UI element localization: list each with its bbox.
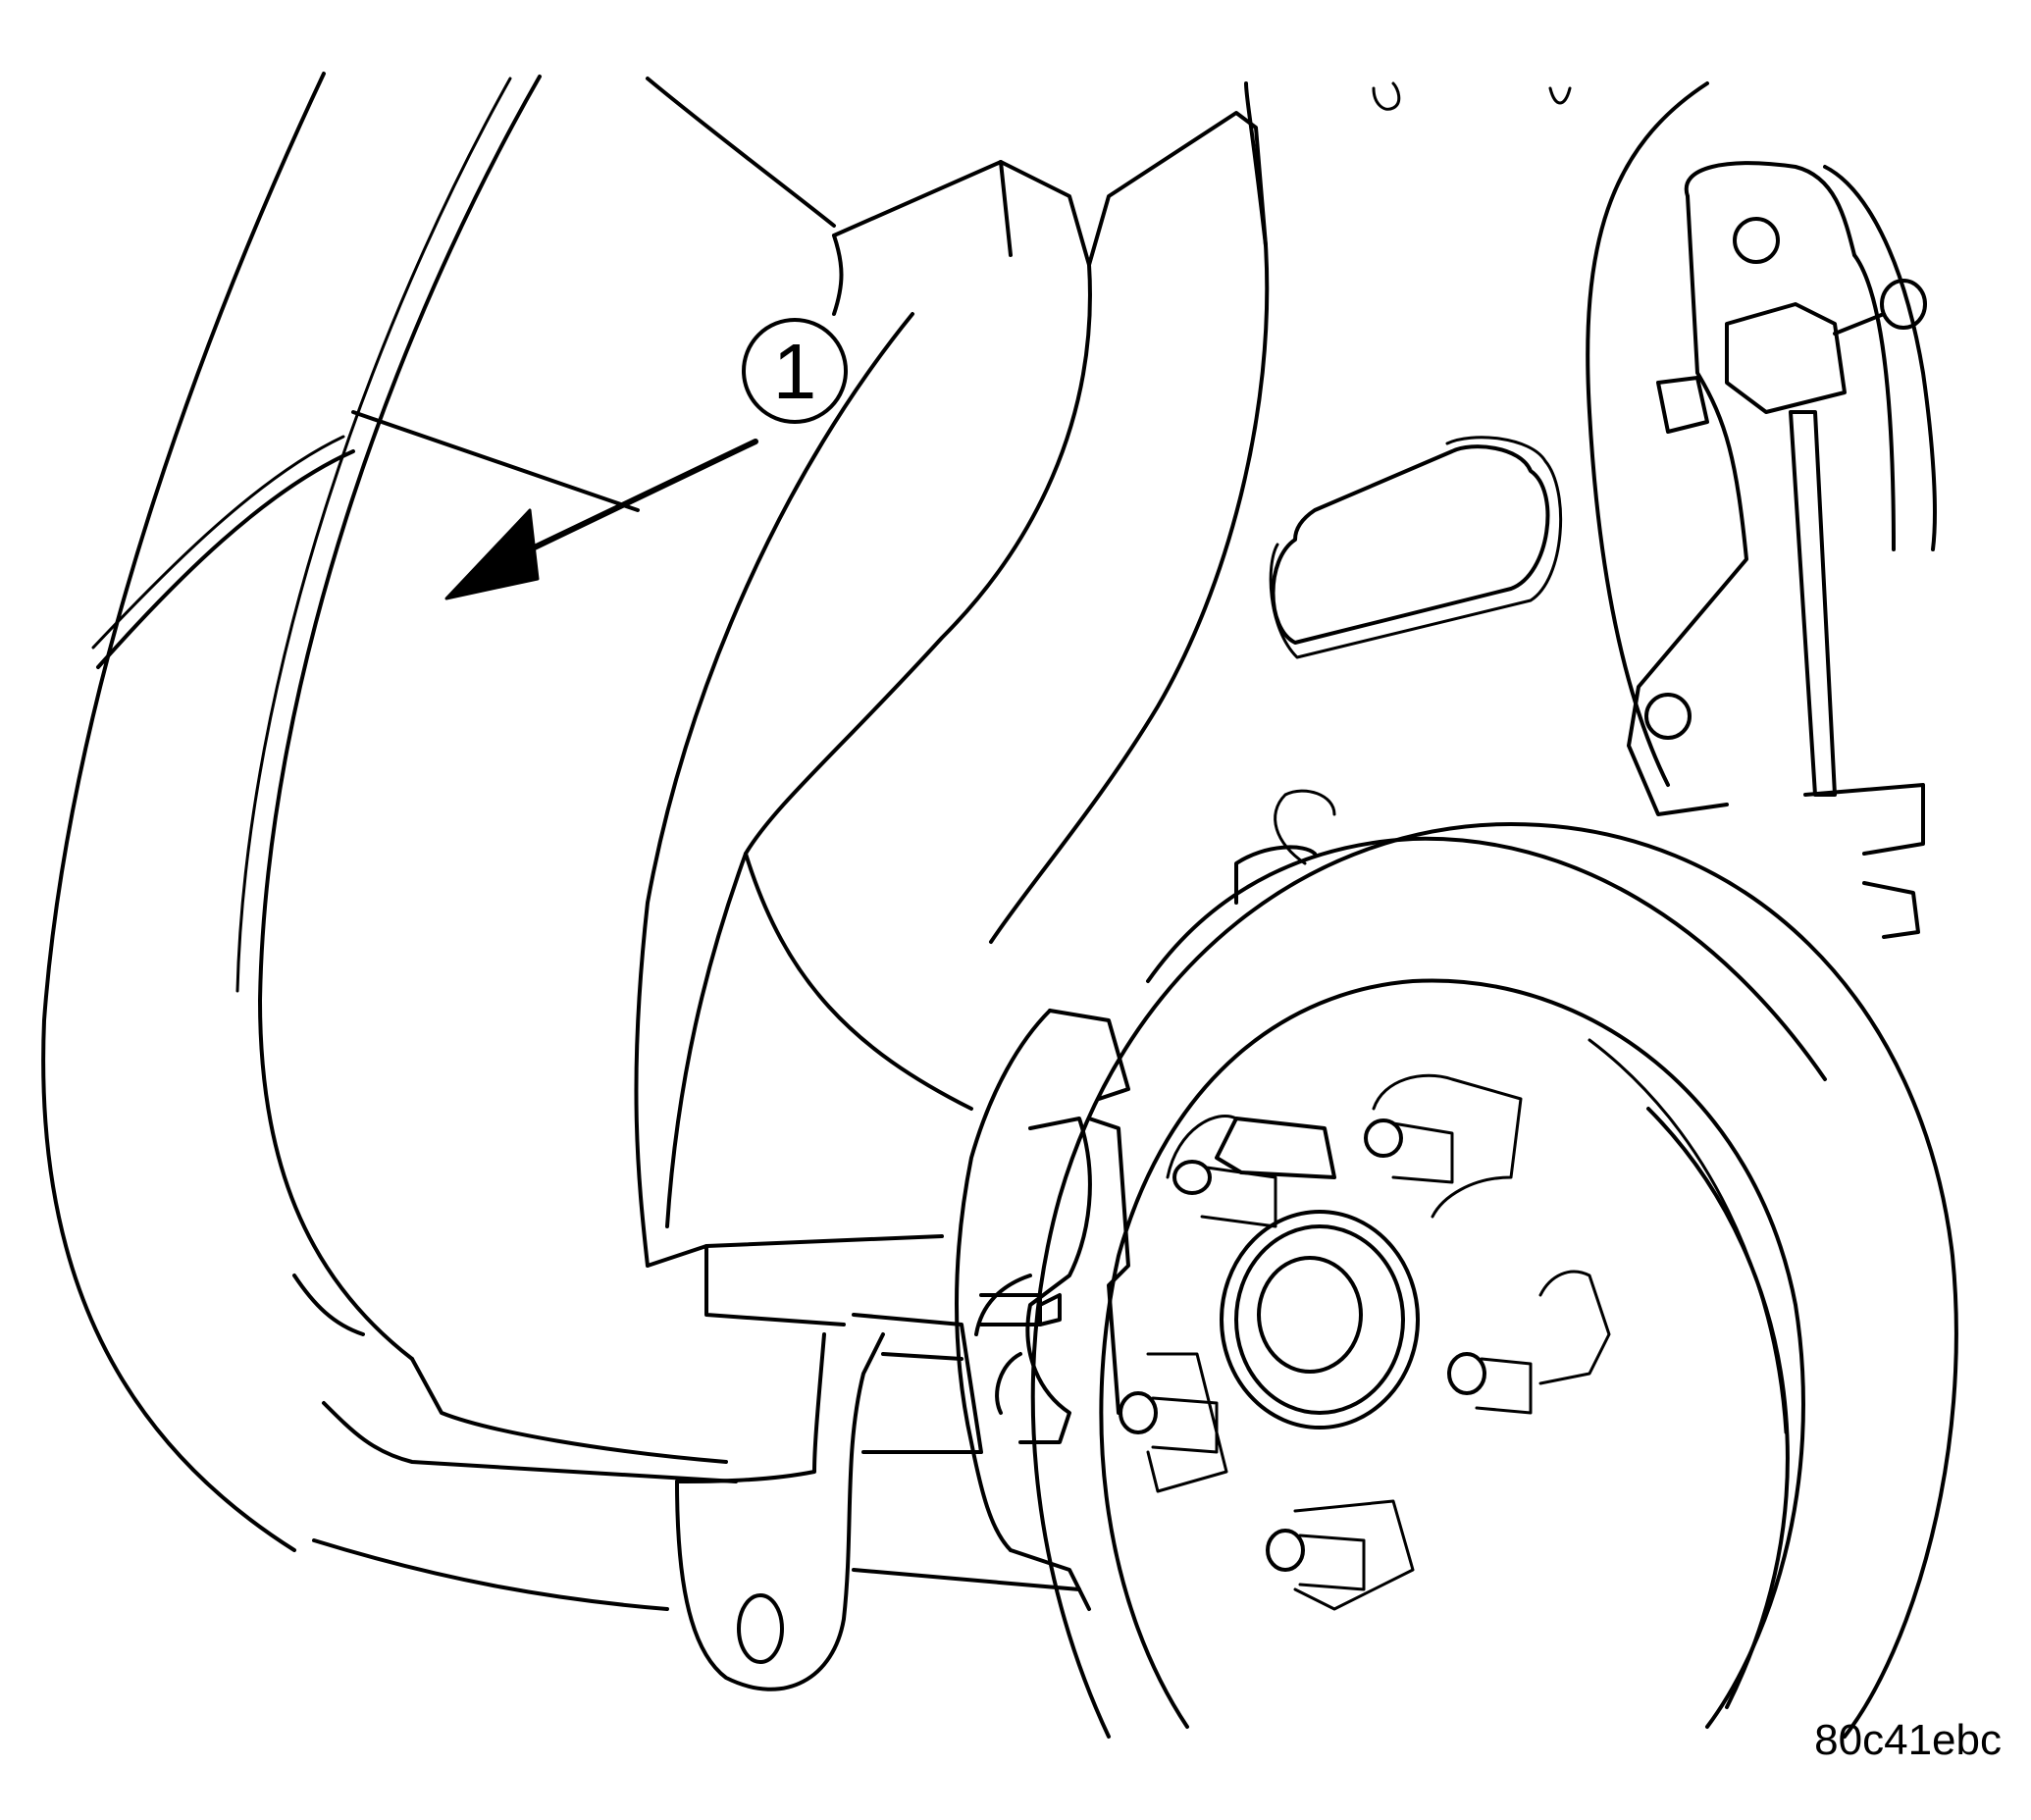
callout-1-arrowhead xyxy=(444,508,540,600)
mounting-bracket xyxy=(675,1313,983,1691)
figure-code: 80c41ebc xyxy=(1814,1716,2002,1764)
liner-lower-edge xyxy=(292,1274,1081,1611)
splash-shield xyxy=(634,111,1270,1326)
inner-panel xyxy=(1244,81,1709,787)
wheel-studs xyxy=(1119,1073,1611,1611)
stabilizer-link xyxy=(1627,161,1937,939)
wheel-stud xyxy=(1119,1352,1228,1493)
fender-liner xyxy=(41,72,836,1552)
wheel-stud xyxy=(1266,1499,1415,1611)
brake-rotor xyxy=(1030,789,1958,1739)
callout-1-label: 1 xyxy=(773,328,817,415)
wheel-stud xyxy=(1166,1115,1336,1228)
wheel-stud xyxy=(1364,1073,1523,1219)
brake-caliper xyxy=(955,1009,1130,1611)
callout-1: 1 xyxy=(444,318,848,600)
wheel-hub xyxy=(1220,1210,1420,1430)
wheel-stud xyxy=(1447,1270,1611,1415)
